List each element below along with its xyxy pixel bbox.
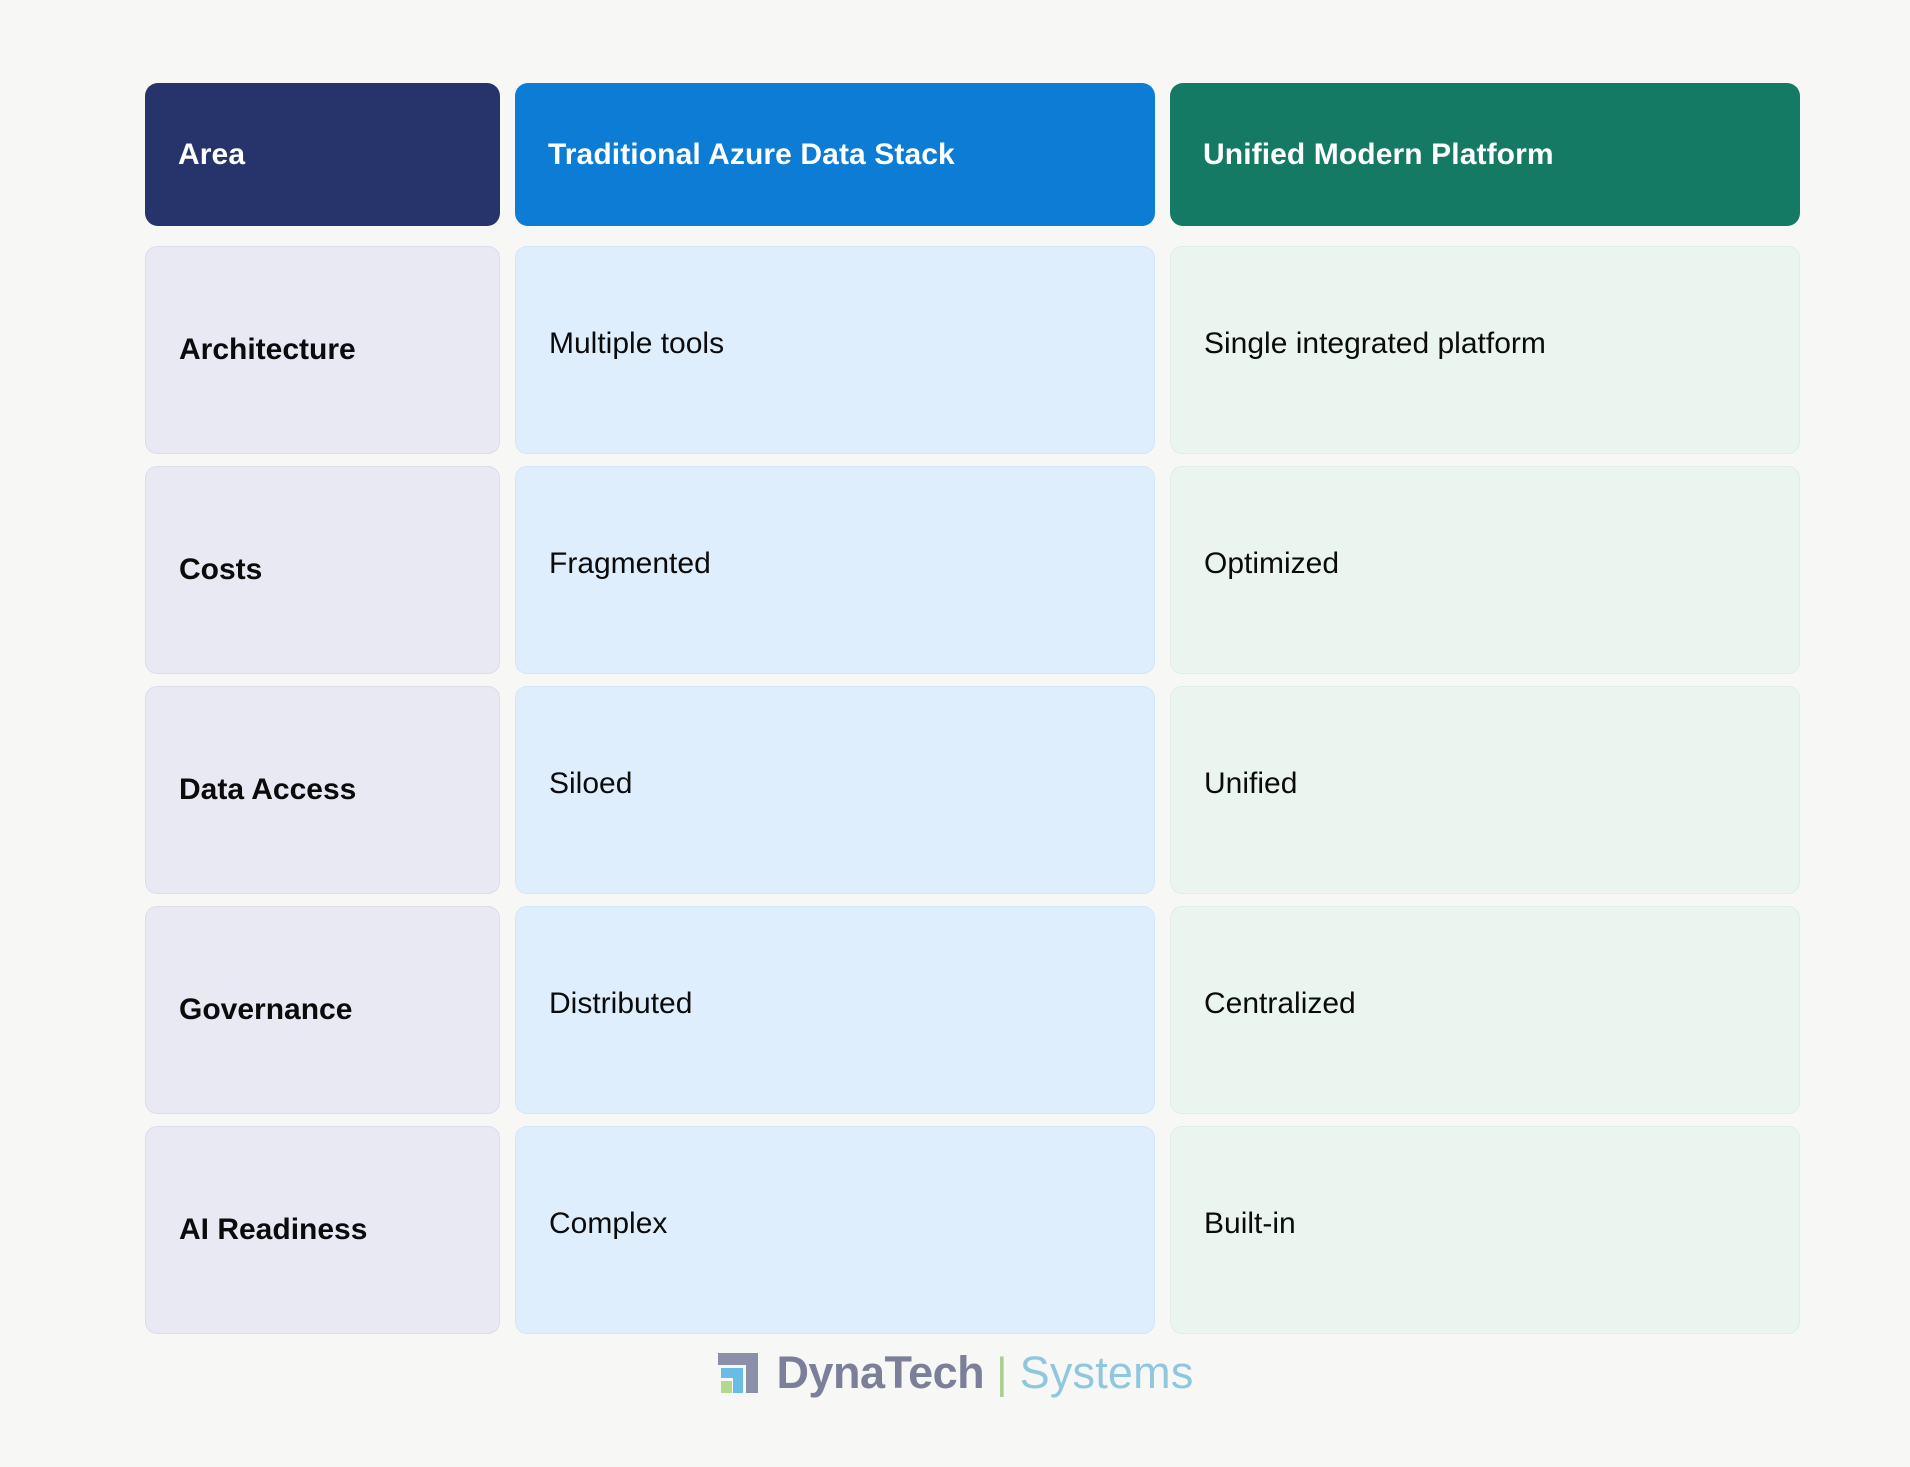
modern-value-cell: Optimized: [1170, 466, 1800, 674]
traditional-value-text: Fragmented: [549, 547, 711, 580]
dynatech-logo-mark-icon: [718, 1353, 759, 1393]
row-label-text: AI Readiness: [179, 1213, 368, 1246]
traditional-value-text: Siloed: [549, 767, 633, 800]
modern-value-text: Built-in: [1204, 1207, 1296, 1240]
row-label-cell: Costs: [145, 466, 500, 674]
modern-value-cell: Single integrated platform: [1170, 246, 1800, 454]
table-row: Architecture Multiple tools Single integ…: [145, 246, 1800, 454]
modern-value-cell: Unified: [1170, 686, 1800, 894]
logo-wordmark: DynaTech | Systems: [776, 1350, 1193, 1396]
row-label-cell: Data Access: [145, 686, 500, 894]
row-label-text: Architecture: [179, 333, 356, 366]
column-header-area-label: Area: [178, 137, 246, 171]
table-row: Governance Distributed Centralized: [145, 906, 1800, 1114]
footer-logo-area: DynaTech | Systems: [0, 1350, 1910, 1396]
modern-value-text: Unified: [1204, 767, 1298, 800]
table-row: Data Access Siloed Unified: [145, 686, 1800, 894]
logo-divider: |: [996, 1349, 1008, 1398]
row-label-text: Data Access: [179, 773, 357, 806]
row-label-cell: AI Readiness: [145, 1126, 500, 1334]
column-header-traditional: Traditional Azure Data Stack: [515, 83, 1155, 226]
table-row: AI Readiness Complex Built-in: [145, 1126, 1800, 1334]
table-row: Costs Fragmented Optimized: [145, 466, 1800, 674]
row-label-text: Governance: [179, 993, 353, 1026]
column-header-traditional-label: Traditional Azure Data Stack: [548, 137, 955, 171]
traditional-value-text: Complex: [549, 1207, 668, 1240]
modern-value-text: Single integrated platform: [1204, 327, 1546, 360]
table-header-row: Area Traditional Azure Data Stack Unifie…: [145, 83, 1800, 226]
modern-value-cell: Centralized: [1170, 906, 1800, 1114]
traditional-value-cell: Distributed: [515, 906, 1155, 1114]
traditional-value-cell: Siloed: [515, 686, 1155, 894]
column-header-modern: Unified Modern Platform: [1170, 83, 1800, 226]
comparison-table: Area Traditional Azure Data Stack Unifie…: [145, 83, 1800, 1334]
logo-secondary-text: Systems: [1019, 1347, 1194, 1398]
dynatech-systems-logo: DynaTech | Systems: [716, 1350, 1193, 1396]
column-header-area: Area: [145, 83, 500, 226]
logo-primary-text: DynaTech: [776, 1347, 985, 1398]
modern-value-text: Centralized: [1204, 987, 1356, 1020]
traditional-value-cell: Complex: [515, 1126, 1155, 1334]
traditional-value-text: Multiple tools: [549, 327, 725, 360]
modern-value-text: Optimized: [1204, 547, 1340, 580]
row-label-cell: Architecture: [145, 246, 500, 454]
column-header-modern-label: Unified Modern Platform: [1203, 137, 1554, 171]
row-label-text: Costs: [179, 553, 263, 586]
traditional-value-cell: Fragmented: [515, 466, 1155, 674]
traditional-value-text: Distributed: [549, 987, 693, 1020]
row-label-cell: Governance: [145, 906, 500, 1114]
modern-value-cell: Built-in: [1170, 1126, 1800, 1334]
traditional-value-cell: Multiple tools: [515, 246, 1155, 454]
